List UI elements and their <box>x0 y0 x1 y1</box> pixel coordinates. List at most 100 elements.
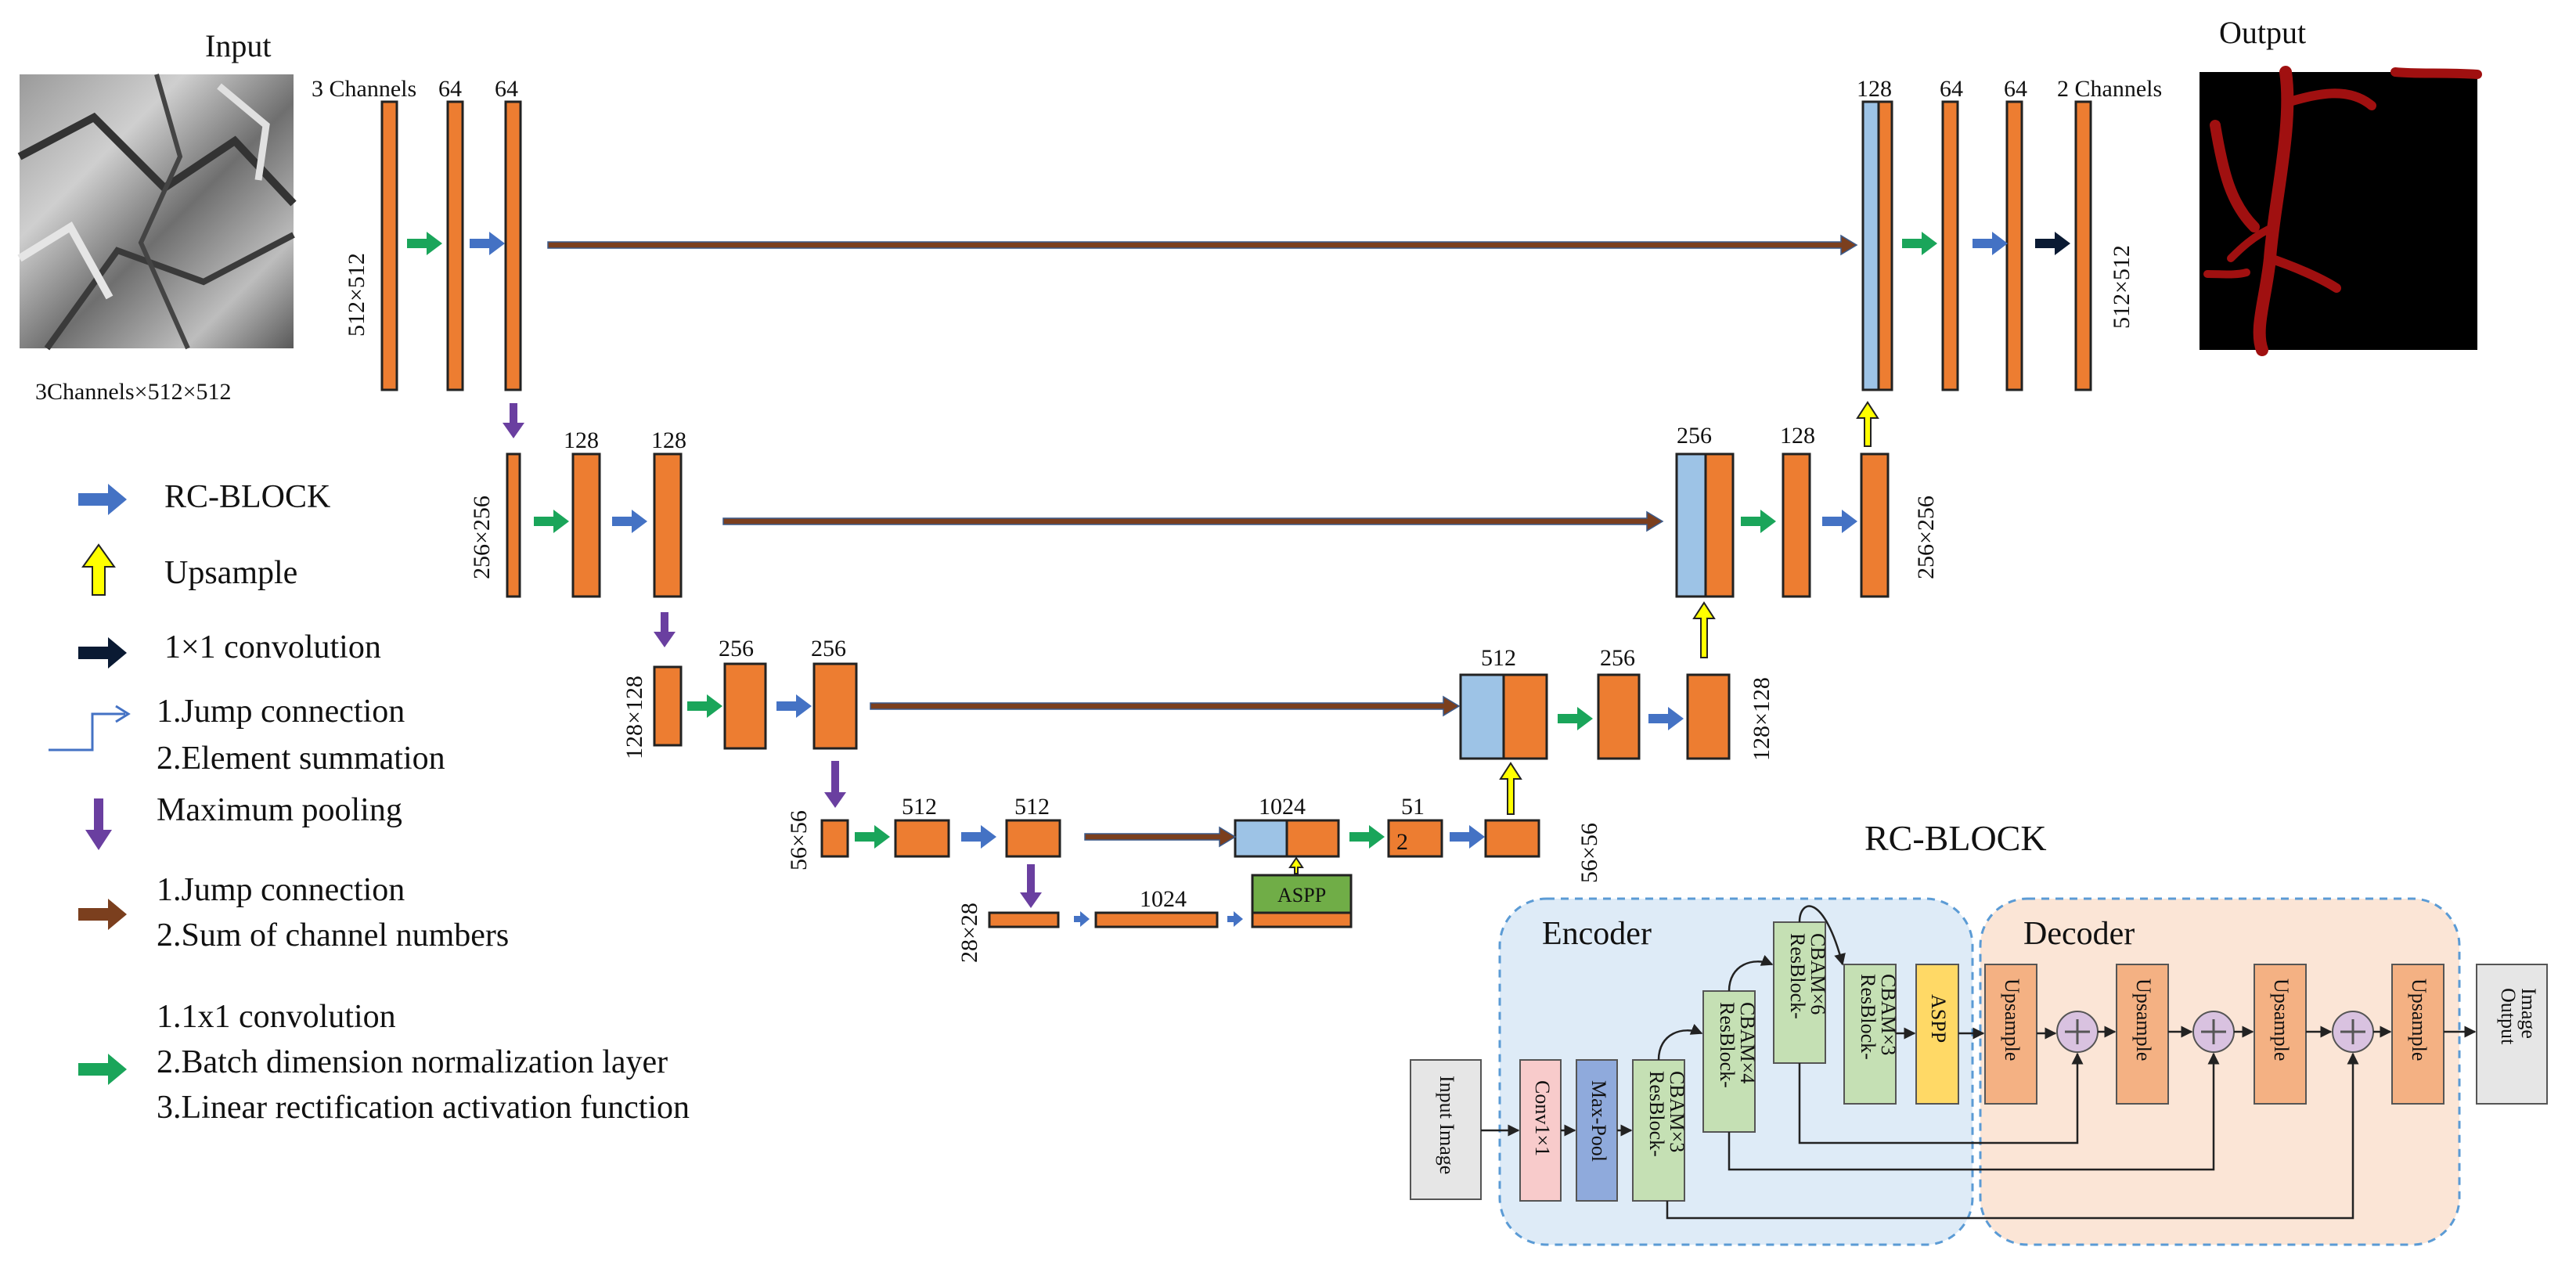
legend-3-line-1: 2.Element summation <box>157 741 445 777</box>
output-title: Output <box>2219 15 2306 50</box>
level4-enc-channel-1: 512 <box>1014 794 1050 820</box>
level1-dec-size-label: 512×512 <box>2109 245 2135 329</box>
feature-map-l1-e2 <box>446 100 464 391</box>
output-image-label-0: Output <box>2497 988 2520 1045</box>
feature-map-l4-d2 <box>1387 819 1443 858</box>
brown-skip-connections <box>547 234 1858 848</box>
level4-dec-channel-2: 2 <box>1396 829 1408 855</box>
feature-map-l2-d3 <box>1860 452 1890 598</box>
legend-4-line-0: Maximum pooling <box>157 792 402 828</box>
input-image-block-label: Input Image <box>1436 1076 1458 1174</box>
feature-map-l3-e2 <box>723 662 767 750</box>
brown-arrow-icon <box>78 899 127 930</box>
level4-enc-channel-0: 512 <box>902 794 937 820</box>
feature-map-l2-e3 <box>653 452 683 598</box>
feature-map-l4-e1 <box>820 819 849 858</box>
upsample-block-3 <box>2254 964 2307 1105</box>
res4-label-0: ResBlock- <box>1857 974 1879 1060</box>
input-rock-image <box>17 74 297 351</box>
decoder-region <box>1979 897 2461 1246</box>
feature-map-l4-concat-orange <box>1285 819 1340 858</box>
upsample-block-1 <box>1984 964 2037 1105</box>
level1-enc-channel-1: 64 <box>438 76 462 102</box>
level1-enc-channel-0: 3 Channels <box>312 76 416 102</box>
input-title: Input <box>205 28 271 63</box>
res2-label-0: ResBlock- <box>1716 1002 1738 1088</box>
resblock-cbam-6-block <box>1773 921 1826 1064</box>
feature-map-l2-e1 <box>506 452 521 598</box>
rc-aspp-block <box>1915 964 1959 1105</box>
level2-enc-channel-1: 128 <box>651 427 686 453</box>
maxpool-block <box>1576 1059 1618 1202</box>
level3-enc-channel-1: 256 <box>811 636 846 661</box>
feature-map-l4-concat-blue <box>1234 819 1288 858</box>
feature-map-l4-e2 <box>894 819 950 858</box>
bottleneck-size-label: 28×28 <box>957 903 982 963</box>
feature-map-l3-concat-orange <box>1502 673 1548 760</box>
legend-6-line-0: 1.1x1 convolution <box>157 999 396 1035</box>
res3-label-0: ResBlock- <box>1786 933 1809 1019</box>
level3-enc-channel-0: 256 <box>719 636 754 661</box>
conv1x1-block <box>1519 1059 1562 1202</box>
level4-size-label: 56×56 <box>786 810 812 870</box>
res4-label-1: CBAM×3 <box>1877 974 1900 1055</box>
level1-enc-channel-2: 64 <box>495 76 518 102</box>
rc-aspp-label: ASPP <box>1927 994 1950 1043</box>
feature-map-l1-concat-blue <box>1861 100 1880 391</box>
upsample-4-label: Upsample <box>2408 979 2430 1061</box>
level2-enc-channel-0: 128 <box>564 427 599 453</box>
feature-map-l2-concat-blue <box>1675 452 1707 598</box>
encoder-label: Encoder <box>1542 916 1652 952</box>
output-image-label-1: Image <box>2517 988 2540 1039</box>
blue-rc-block-arrows <box>470 232 2008 927</box>
feature-map-l3-e3 <box>812 662 858 750</box>
legend-6-line-2: 3.Linear rectification activation functi… <box>157 1090 690 1126</box>
resblock-cbam-3-block-a <box>1632 1059 1685 1202</box>
output-crack-mask-image <box>2200 66 2482 356</box>
upsample-block-4 <box>2391 964 2444 1105</box>
feature-map-bottleneck-1 <box>988 911 1060 928</box>
legend-5-line-0: 1.Jump connection <box>157 872 405 908</box>
feature-map-l4-d3 <box>1484 819 1540 858</box>
upsample-1-label: Upsample <box>2001 979 2023 1061</box>
green-arrows <box>407 232 1937 849</box>
feature-map-l4-e3 <box>1005 819 1061 858</box>
blue-arrow-icon <box>78 484 127 515</box>
res1-label-0: ResBlock- <box>1645 1071 1668 1157</box>
maxpool-block-label: Max-Pool <box>1587 1080 1610 1162</box>
legend-6-line-1: 2.Batch dimension normalization layer <box>157 1044 668 1080</box>
bottleneck-channels: 1024 <box>1140 886 1187 912</box>
feature-map-l1-concat-orange <box>1877 100 1893 391</box>
feature-map-bottleneck-3 <box>1251 911 1353 928</box>
rc-block-connectors <box>1481 905 2477 1220</box>
feature-map-l2-concat-orange <box>1704 452 1735 598</box>
level2-dec-channel-0: 256 <box>1677 423 1712 449</box>
purple-maxpool-arrows <box>503 403 1042 908</box>
resblock-cbam-4-block <box>1702 990 1756 1133</box>
feature-map-l3-concat-blue <box>1459 673 1505 760</box>
level2-dec-size-label: 256×256 <box>1913 496 1939 579</box>
level1-dec-channel-1: 64 <box>1940 76 1963 102</box>
black-conv-arrow <box>2035 232 2070 255</box>
level2-dec-channel-1: 128 <box>1780 423 1815 449</box>
feature-map-l2-e2 <box>571 452 601 598</box>
level1-dec-channel-0: 128 <box>1857 76 1892 102</box>
aspp-label: ASPP <box>1277 884 1326 907</box>
aspp-block <box>1251 874 1353 914</box>
jump-connection-icon <box>49 712 125 752</box>
res1-label-1: CBAM×3 <box>1666 1071 1688 1152</box>
input-caption: 3Channels×512×512 <box>35 379 232 405</box>
rc-block-title: RC-BLOCK <box>1864 818 2047 858</box>
level3-dec-channel-1: 256 <box>1600 645 1635 671</box>
feature-map-l2-d2 <box>1782 452 1811 598</box>
decoder-label: Decoder <box>2023 916 2135 952</box>
level4-dec-size-label: 56×56 <box>1576 823 1602 883</box>
level3-dec-channel-0: 512 <box>1481 645 1516 671</box>
feature-map-l1-out <box>2074 100 2092 391</box>
level1-size-label: 512×512 <box>344 253 369 337</box>
level1-dec-channel-3: 2 Channels <box>2057 76 2162 102</box>
black-arrow-icon <box>78 637 127 669</box>
output-image-block <box>2476 964 2548 1105</box>
level4-dec-channel-1: 51 <box>1401 794 1425 820</box>
